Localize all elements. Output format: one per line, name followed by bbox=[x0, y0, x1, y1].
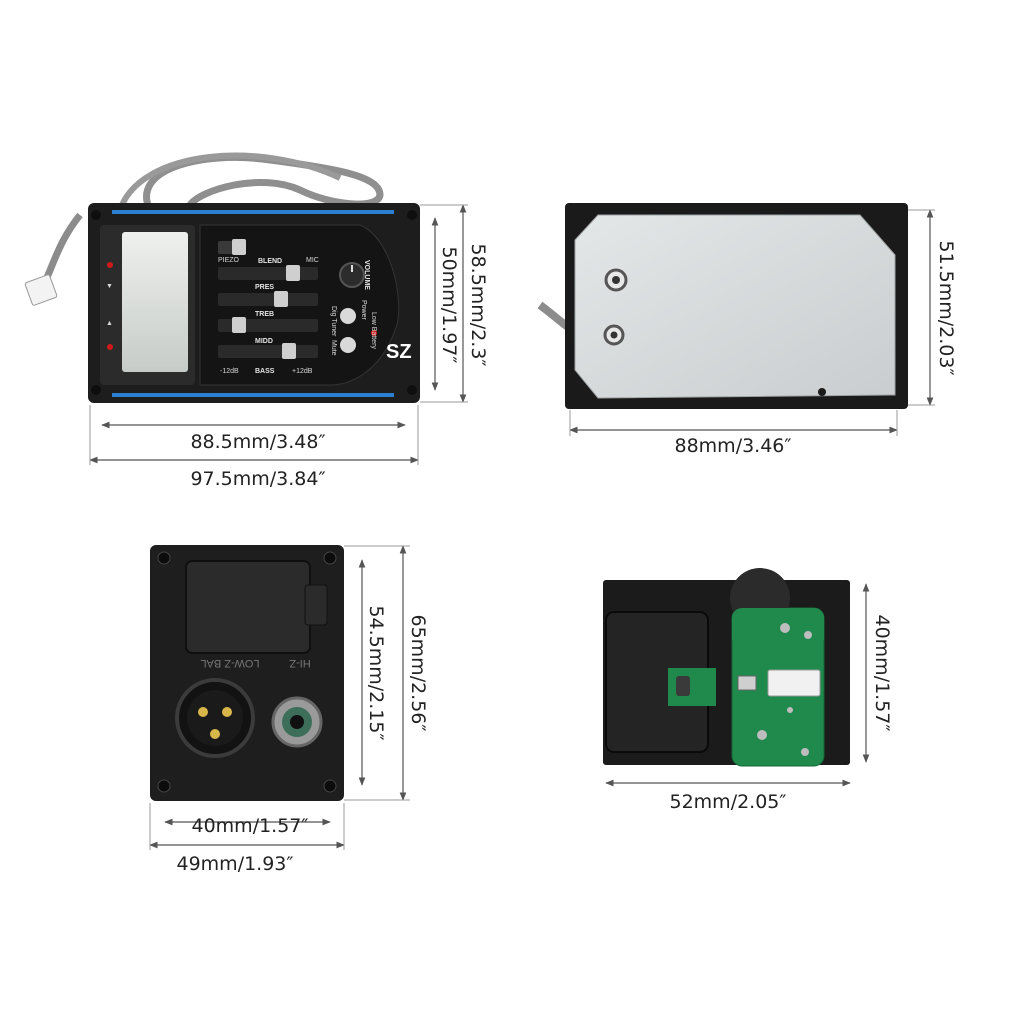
dim-inner-height: 50mm/1.97″ bbox=[438, 247, 460, 364]
label-bass: BASS bbox=[255, 368, 275, 375]
dim-jack-inner-height: 54.5mm/2.15″ bbox=[365, 605, 387, 740]
dim-jack-inner-width: 40mm/1.57″ bbox=[192, 815, 309, 837]
volume-knob bbox=[339, 262, 365, 288]
dim-board-width: 52mm/2.05″ bbox=[670, 791, 787, 813]
label-dig-tuner: Dig Tuner bbox=[330, 306, 337, 337]
battery-door bbox=[185, 560, 311, 654]
tuner-lcd bbox=[122, 232, 188, 372]
preamp-cable bbox=[41, 212, 83, 284]
pcb-connector bbox=[767, 669, 821, 697]
label-pres: PRES bbox=[255, 284, 274, 291]
label-hi-z: HI-Z bbox=[289, 657, 311, 669]
dim-board-height: 40mm/1.57″ bbox=[871, 615, 893, 732]
dim-jack-outer-height: 65mm/2.56″ bbox=[407, 615, 429, 732]
label-treb: TREB bbox=[255, 311, 274, 318]
label-db-minus: -12dB bbox=[220, 368, 239, 375]
dim-outer-width: 97.5mm/3.84″ bbox=[190, 468, 325, 490]
tuner-button bbox=[340, 308, 356, 324]
accent-stripe-bottom bbox=[112, 393, 394, 397]
label-midd: MIDD bbox=[255, 338, 273, 345]
label-blend: BLEND bbox=[258, 258, 282, 265]
dim-outer-height: 58.5mm/2.3″ bbox=[467, 243, 489, 366]
label-low-z: LOW-Z BAL bbox=[200, 657, 259, 669]
dim-jack-outer-width: 49mm/1.93″ bbox=[177, 853, 294, 875]
svg-text:▼: ▼ bbox=[106, 283, 113, 290]
label-low-battery: Low Battery bbox=[370, 312, 377, 349]
label-mic: MIC bbox=[306, 257, 319, 264]
accent-stripe-top bbox=[112, 210, 394, 214]
label-piezo: PIEZO bbox=[218, 257, 240, 264]
power-led bbox=[371, 330, 377, 336]
back-plate-view: 88mm/3.46″ 51.5mm/2.03″ bbox=[537, 203, 957, 457]
jack-panel-view: LOW-Z BAL HI-Z 54.5mm/2.15″ 65mm/2.56″ 4… bbox=[149, 545, 429, 875]
led-indicator bbox=[107, 262, 113, 268]
back-plate bbox=[574, 214, 896, 399]
cable-connector bbox=[24, 274, 58, 306]
dim-inner-width: 88.5mm/3.48″ bbox=[190, 431, 325, 453]
label-power: Power bbox=[360, 300, 367, 321]
label-volume: VOLUME bbox=[363, 260, 370, 290]
mute-button bbox=[340, 337, 356, 353]
label-mute: Mute bbox=[330, 340, 337, 356]
front-panel-view: ▼ ▲ PIEZO BLEND MIC PRES TREB MIDD BASS -… bbox=[24, 152, 489, 490]
eq-sliders bbox=[218, 239, 318, 359]
label-db-plus: +12dB bbox=[292, 368, 313, 375]
battery-board-view: 52mm/2.05″ 40mm/1.57″ bbox=[603, 568, 893, 813]
svg-text:▲: ▲ bbox=[106, 320, 113, 327]
dim-back-height: 51.5mm/2.03″ bbox=[935, 240, 957, 375]
watermark: SZ bbox=[386, 341, 412, 363]
dim-back-width: 88mm/3.46″ bbox=[675, 435, 792, 457]
